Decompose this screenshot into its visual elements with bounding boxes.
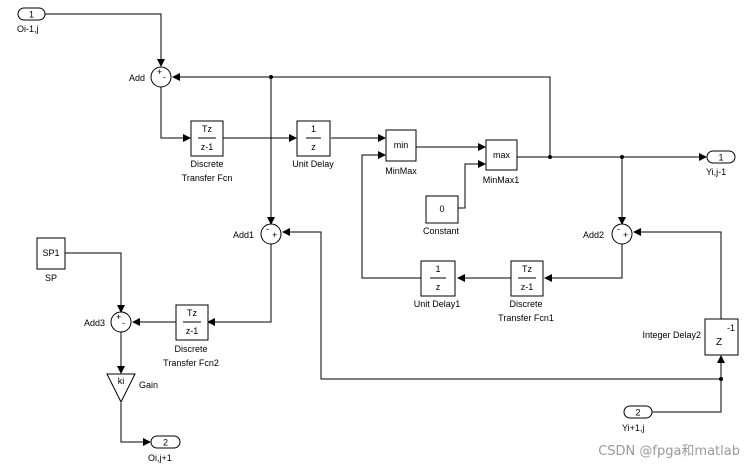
sp-block-text: SP1 <box>42 248 59 258</box>
unit-delay1-label: Unit Delay1 <box>414 299 461 309</box>
dtf2-label-line1: Discrete <box>174 344 207 354</box>
outport-2-label: Oi,j+1 <box>148 453 172 463</box>
inport-1-label: Oi-1,j <box>17 24 39 34</box>
outport-1-number: 1 <box>718 153 723 163</box>
integer-delay2-label: Integer Delay2 <box>642 330 701 340</box>
dtf-numerator: Tz <box>202 124 212 134</box>
dtf-denominator: z-1 <box>201 142 214 152</box>
unit-delay-label: Unit Delay <box>292 159 334 169</box>
unit-delay1-denominator: z <box>436 282 441 292</box>
sum-add2-sign-right: + <box>623 230 628 240</box>
integer-delay2-block[interactable]: -1 Z Integer Delay2 <box>642 318 739 356</box>
watermark-text: CSDN @fpga和matlab <box>598 444 740 459</box>
integer-delay2-exponent: -1 <box>727 323 735 333</box>
dtf2-label-line2: Transfer Fcn2 <box>163 358 219 368</box>
gain-value: ki <box>118 376 125 386</box>
unit-delay1[interactable]: 1 z Unit Delay1 <box>414 260 461 309</box>
dtf2-denominator: z-1 <box>186 326 199 336</box>
minmax-label: MinMax <box>385 166 417 176</box>
outport-1-label: Yi,j-1 <box>706 167 726 177</box>
sum-add2[interactable]: - + Add2 <box>583 223 633 245</box>
sum-add-sign-top: + <box>157 67 162 77</box>
sum-add3-sign-right: - <box>122 318 125 328</box>
dtf1-numerator: Tz <box>522 264 532 274</box>
inport-1-number: 1 <box>29 10 34 20</box>
sum-add3[interactable]: + - Add3 <box>84 311 132 333</box>
minmax1-label: MinMax1 <box>483 175 520 185</box>
sum-add-label: Add <box>129 73 145 83</box>
outport-1[interactable]: 1 Yi,j-1 <box>706 150 736 177</box>
inport-1[interactable]: 1 Oi-1,j <box>17 7 46 34</box>
inport-2-number: 2 <box>635 408 640 418</box>
unit-delay-denominator: z <box>311 142 316 152</box>
sum-add3-label: Add3 <box>84 318 105 328</box>
dtf1-label-line2: Transfer Fcn1 <box>498 313 554 323</box>
dtf-label-line1: Discrete <box>190 159 223 169</box>
constant-block[interactable]: 0 Constant <box>423 195 460 236</box>
sp-label: SP <box>45 273 57 283</box>
dtf2-numerator: Tz <box>187 308 197 318</box>
constant-label: Constant <box>423 226 460 236</box>
minmax1-function: max <box>493 150 511 160</box>
inport-2[interactable]: 2 Yi+1,j <box>622 405 653 433</box>
constant-value: 0 <box>439 204 444 214</box>
gain-block[interactable]: ki Gain <box>106 373 158 404</box>
outport-2[interactable]: 2 Oi,j+1 <box>148 435 181 463</box>
sum-add1-label: Add1 <box>233 230 254 240</box>
sum-add2-label: Add2 <box>583 230 604 240</box>
unit-delay1-numerator: 1 <box>435 264 440 274</box>
discrete-transfer-fcn1[interactable]: Tz z-1 Discrete Transfer Fcn1 <box>498 260 554 323</box>
minmax-block[interactable]: min MinMax <box>385 129 417 176</box>
sum-add1-sign-top: - <box>266 224 269 234</box>
gain-label: Gain <box>139 380 158 390</box>
minmax1-block[interactable]: max MinMax1 <box>483 139 520 185</box>
discrete-transfer-fcn2[interactable]: Tz z-1 Discrete Transfer Fcn2 <box>163 304 219 368</box>
unit-delay[interactable]: 1 z Unit Delay <box>292 120 334 169</box>
dtf1-denominator: z-1 <box>521 282 534 292</box>
outport-2-number: 2 <box>163 438 168 448</box>
sum-add-sign-right: - <box>163 72 166 82</box>
sum-add3-sign-top: + <box>116 312 121 322</box>
sum-add2-sign-top: - <box>617 224 620 234</box>
dtf-label-line2: Transfer Fcn <box>182 173 233 183</box>
sp-block[interactable]: SP1 SP <box>36 237 66 283</box>
sum-add1-sign-right: + <box>272 230 277 240</box>
minmax-function: min <box>394 140 409 150</box>
inport-2-label: Yi+1,j <box>622 423 644 433</box>
integer-delay2-z: Z <box>716 337 722 348</box>
unit-delay-numerator: 1 <box>311 124 316 134</box>
discrete-transfer-fcn[interactable]: Tz z-1 Discrete Transfer Fcn <box>182 120 233 183</box>
dtf1-label-line1: Discrete <box>509 299 542 309</box>
sum-add[interactable]: + - Add <box>129 66 172 88</box>
sum-add1[interactable]: - + Add1 <box>233 223 282 245</box>
branch-points <box>269 75 723 381</box>
